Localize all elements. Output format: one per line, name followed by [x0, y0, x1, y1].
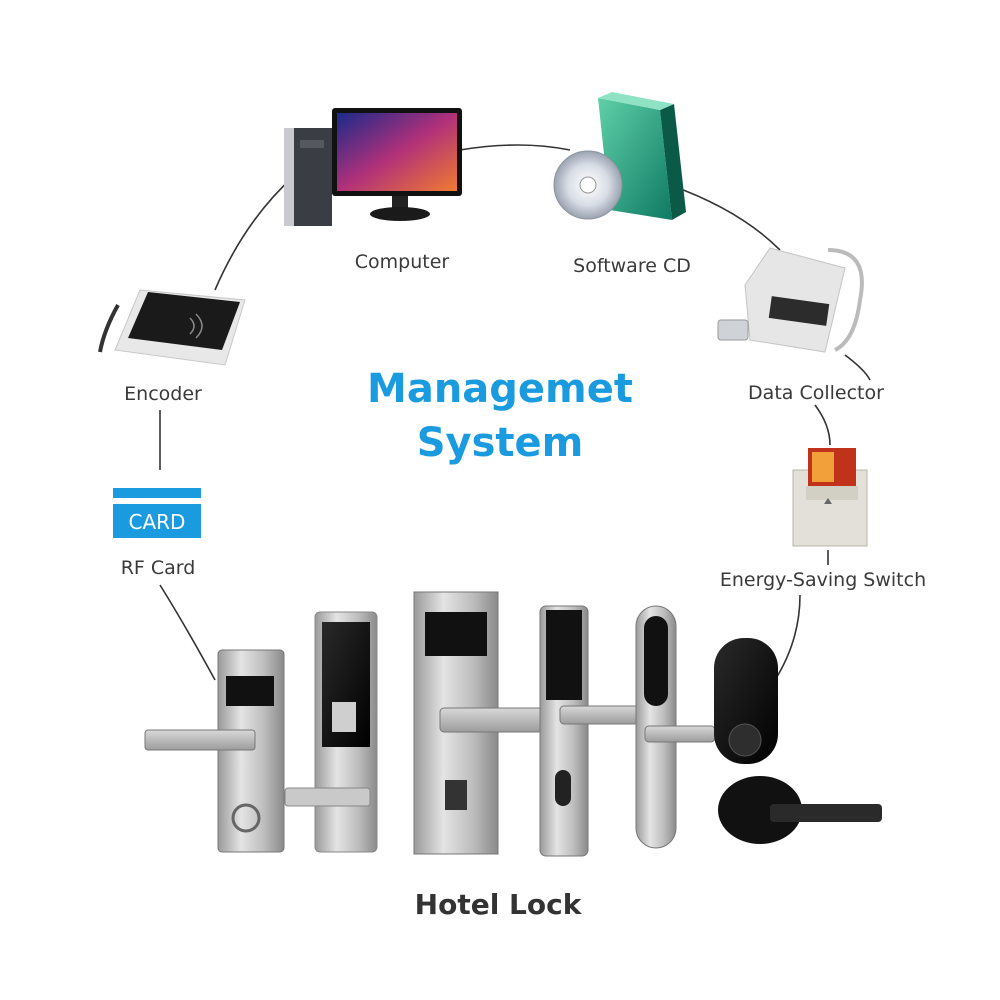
energy-switch-label: Energy-Saving Switch: [719, 569, 927, 591]
data-collector-label: Data Collector: [748, 382, 884, 404]
encoder-image: [98, 289, 246, 366]
hotel-locks-image: [144, 591, 882, 857]
hotel-lock-label: Hotel Lock: [414, 888, 582, 921]
title-line-2: System: [416, 420, 584, 466]
card-text: CARD: [129, 510, 186, 534]
data-collector-image: [717, 247, 864, 353]
encoder-label: Encoder: [124, 383, 202, 405]
rf-card-label: RF Card: [120, 557, 196, 579]
computer-label: Computer: [354, 251, 450, 273]
title-line-1: Managemet: [367, 366, 633, 412]
diagram-title: Managemet System: [367, 362, 633, 470]
rf-card-image: CARD: [113, 488, 201, 538]
energy-switch-image: [792, 448, 868, 547]
computer-image: [284, 108, 462, 226]
software-cd-image: [553, 92, 686, 220]
software-cd-label: Software CD: [573, 255, 691, 277]
